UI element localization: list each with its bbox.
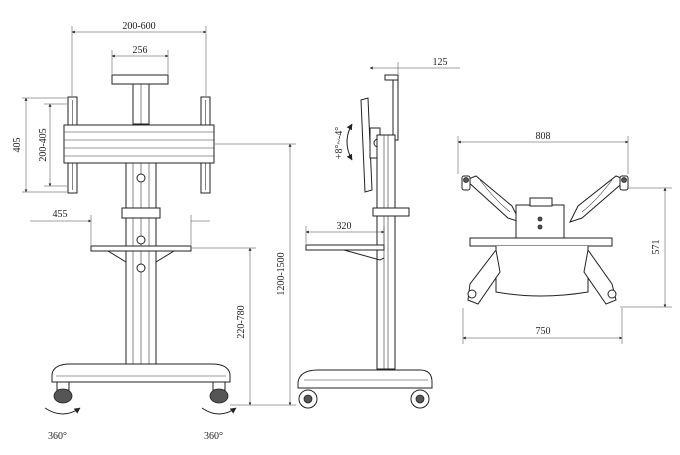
side-shelf	[305, 244, 385, 261]
base-shelf	[469, 237, 613, 297]
tilt-indicator: +8°~-4°	[334, 123, 353, 161]
tilt-range-label: +8°~-4°	[334, 127, 345, 159]
vesa-height-label: 200-405	[38, 128, 49, 161]
shelf-width-label: 455	[53, 209, 68, 220]
dim-overall-width: 808	[457, 131, 629, 174]
front-base	[51, 363, 231, 383]
dim-total-height: 1200-1500	[215, 143, 296, 406]
main-column	[125, 162, 157, 369]
caster-right-rotation-label: 360°	[204, 431, 223, 442]
side-shelf-clamp	[372, 207, 410, 217]
side-caster-left	[298, 389, 318, 409]
front-view: 200-600 256 405 200-405	[12, 21, 296, 442]
shelf-height-label: 220-780	[236, 305, 247, 338]
mount-bar	[63, 124, 215, 164]
dim-top-offset: 125	[369, 57, 460, 74]
shelf-clamp	[121, 207, 161, 219]
base-view: 808 571 750	[457, 131, 672, 344]
base-column-top	[515, 197, 565, 242]
front-shelf	[90, 245, 192, 263]
caster-left-rotation-label: 360°	[48, 431, 67, 442]
base-width-label: 750	[536, 326, 551, 337]
side-view: 125 320 +8°~-4°	[297, 57, 460, 409]
side-column	[376, 134, 396, 370]
dim-shelf-width: 455	[30, 209, 210, 245]
top-plate	[111, 74, 169, 85]
top-offset-label: 125	[433, 57, 448, 68]
dim-shelf-depth: 320	[305, 221, 385, 244]
mount-height-label: 405	[12, 138, 23, 153]
dim-base-width: 750	[462, 308, 623, 344]
side-base	[297, 369, 433, 389]
total-height-label: 1200-1500	[276, 252, 287, 295]
dim-vesa-height: 200-405	[38, 103, 67, 187]
dim-depth: 571	[620, 187, 672, 308]
dim-top-plate: 256	[111, 45, 169, 74]
front-caster-right	[201, 381, 237, 415]
side-caster-right	[410, 389, 430, 409]
vesa-width-label: 200-600	[122, 21, 155, 32]
dim-shelf-height: 220-780	[192, 247, 256, 406]
base-arms	[461, 175, 629, 223]
depth-label: 571	[651, 240, 662, 255]
dim-mount-height: 405	[12, 97, 67, 193]
top-plate-label: 256	[133, 45, 148, 56]
front-caster-left	[44, 381, 81, 415]
dim-vesa-width: 200-600	[71, 21, 207, 96]
overall-width-label: 808	[536, 131, 551, 142]
shelf-depth-label: 320	[337, 221, 352, 232]
base-legs	[467, 248, 617, 305]
